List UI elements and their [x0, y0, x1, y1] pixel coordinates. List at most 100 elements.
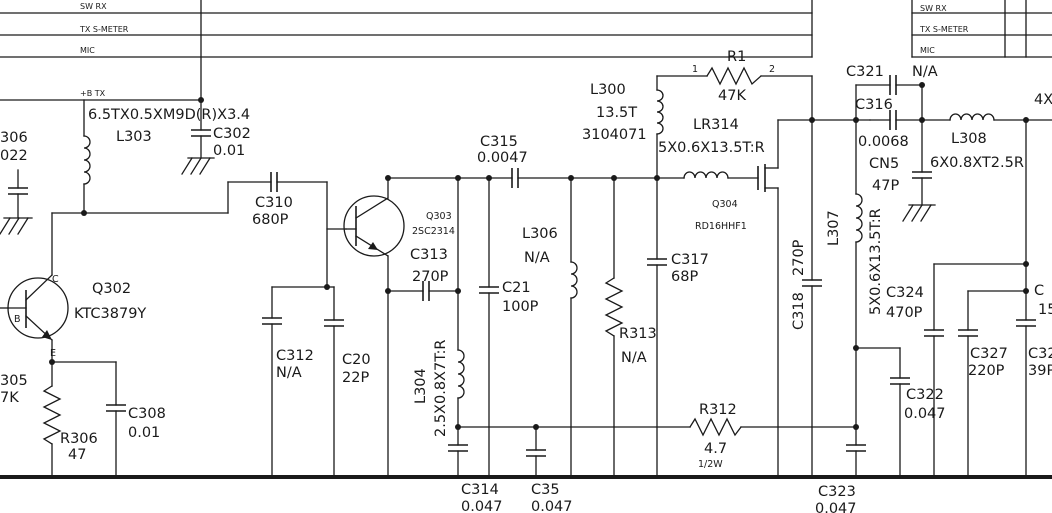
l303-label: L303	[116, 129, 152, 145]
q303-part: 2SC2314	[412, 226, 455, 237]
q302-pin-c: C	[52, 274, 59, 285]
right-cap-value: 15	[1038, 302, 1052, 318]
r306-label: R306	[60, 431, 98, 447]
c318-label: C318	[791, 292, 807, 330]
c317-value: 68P	[671, 269, 698, 285]
output-network	[853, 82, 1052, 478]
l307-inductor	[855, 193, 863, 243]
bus-label-mic-right: MIC	[920, 46, 935, 55]
q304-part: RD16HHF1	[695, 221, 747, 232]
r312-resistor	[689, 417, 742, 437]
r1-resistor	[706, 66, 762, 86]
c306-label: 306	[0, 130, 28, 146]
cn5-value: 47P	[872, 178, 899, 194]
r306-resistor	[42, 385, 62, 445]
c318-value: 270P	[791, 239, 807, 276]
q303-transistor	[343, 195, 405, 257]
c35-label: C35	[531, 482, 560, 498]
c21-label: C21	[502, 280, 531, 296]
l306-inductor	[570, 261, 578, 299]
c313-value: 270P	[412, 269, 449, 285]
c32x-label: C32	[1028, 346, 1052, 362]
c35-value: 0.047	[531, 499, 573, 513]
c20-value: 22P	[342, 370, 369, 386]
right-cap-label: C	[1034, 283, 1044, 299]
c321-value: N/A	[912, 64, 938, 80]
l304-inductor	[457, 349, 465, 399]
c323-label: C323	[818, 484, 856, 500]
l300-part: 3104071	[582, 127, 647, 143]
c322-label: C322	[906, 387, 944, 403]
bus-label-sw-rx: SW RX	[80, 2, 107, 11]
l306-value: N/A	[524, 250, 550, 266]
l308-inductor	[949, 113, 995, 121]
l300-inductor	[656, 89, 664, 135]
c324-label: C324	[886, 285, 924, 301]
c317-label: C317	[671, 252, 709, 268]
bus-label-tx-s-meter: TX S-METER	[79, 25, 129, 34]
lr314-spec: 5X0.6X13.5T:R	[658, 140, 765, 156]
q304-mosfet	[757, 119, 813, 478]
q302-pin-e: E	[50, 348, 56, 359]
l303-spec: 6.5TX0.5XM9D(R)X3.4	[88, 107, 250, 123]
c310-value: 680P	[252, 212, 289, 228]
l306-label: L306	[522, 226, 558, 242]
c314-value: 0.047	[461, 499, 503, 513]
c314-label: C314	[461, 482, 499, 498]
r313-label: R313	[619, 326, 657, 342]
c21-value: 100P	[502, 299, 539, 315]
c313-label: C313	[410, 247, 448, 263]
c20-label: C20	[342, 352, 371, 368]
q302-pin-b: B	[14, 314, 21, 325]
b-tx-net	[0, 97, 229, 276]
q302-part: KTC3879Y	[74, 306, 146, 322]
r312-label: R312	[699, 402, 737, 418]
right-4x-label: 4X	[1034, 92, 1052, 108]
lr314-label: LR314	[693, 117, 739, 133]
c312-value: N/A	[276, 365, 302, 381]
r1-pin-2: 2	[769, 64, 775, 75]
q303-input-network	[227, 172, 347, 478]
c315-label: C315	[480, 134, 518, 150]
bus-label-sw-rx-right: SW RX	[920, 4, 947, 13]
c316-value: 0.0068	[858, 134, 909, 150]
net-label-b-tx: +B TX	[80, 89, 106, 98]
q304-label: Q304	[712, 199, 738, 210]
cn5-label: CN5	[869, 156, 899, 172]
feedback-net	[656, 75, 871, 478]
c322-value: 0.047	[904, 406, 946, 422]
c324-value: 470P	[886, 305, 923, 321]
q302-label: Q302	[92, 281, 131, 297]
c302-label: C302	[213, 126, 251, 142]
c321-label: C321	[846, 64, 884, 80]
r1-value: 47K	[718, 88, 746, 104]
c302-value: 0.01	[213, 143, 245, 159]
l303-inductor	[83, 135, 91, 185]
c306-value: 022	[0, 148, 28, 164]
q303-label: Q303	[426, 211, 452, 222]
collector-net	[387, 175, 691, 478]
c327-label: C327	[970, 346, 1008, 362]
r312-power: 1/2W	[698, 459, 723, 470]
r1-label: R1	[727, 49, 746, 65]
c32x-value: 39P	[1028, 363, 1052, 379]
l300-spec: 13.5T	[596, 105, 637, 121]
l307-spec: 5X0.6X13.5T:R	[868, 208, 884, 315]
l300-label: L300	[590, 82, 626, 98]
c308-label: C308	[128, 406, 166, 422]
c308-value: 0.01	[128, 425, 160, 441]
c323-value: 0.047	[815, 501, 857, 513]
r313-value: N/A	[621, 350, 647, 366]
lr314-inductor	[683, 171, 729, 179]
signal-bus	[0, 0, 1052, 101]
bus-label-tx-s-meter-right: TX S-METER	[919, 25, 969, 34]
l304-label: L304	[413, 368, 429, 404]
r1-pin-1: 1	[692, 64, 698, 75]
r312-value: 4.7	[704, 441, 727, 457]
bus-label-mic: MIC	[80, 46, 95, 55]
l308-spec: 6X0.8XT2.5R	[930, 155, 1024, 171]
r306-value: 47	[68, 447, 86, 463]
c310-label: C310	[255, 195, 293, 211]
c316-label: C316	[855, 97, 893, 113]
